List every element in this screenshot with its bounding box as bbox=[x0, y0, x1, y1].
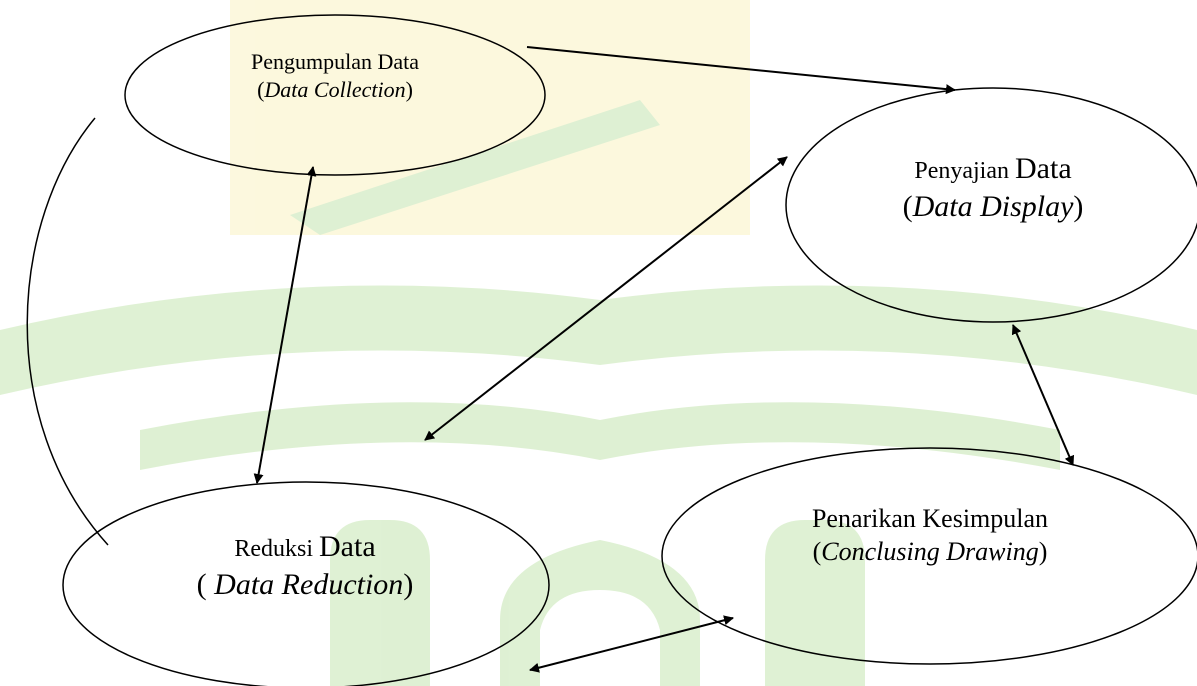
label-data-reduction: Reduksi Data ( Data Reduction) bbox=[145, 528, 465, 603]
label-data-display: Penyajian Data (Data Display) bbox=[843, 150, 1143, 225]
subtitle-data-reduction: ( Data Reduction) bbox=[196, 567, 414, 601]
title-conclusion-drawing: Penarikan Kesimpulan bbox=[811, 504, 1049, 533]
arrow-collection-to-display bbox=[526, 46, 956, 95]
node-conclusion-drawing bbox=[661, 447, 1197, 665]
title-data-reduction: Reduksi Data bbox=[234, 530, 376, 563]
arrow-display-conclusion bbox=[1011, 324, 1075, 466]
subtitle-data-display: (Data Display) bbox=[902, 189, 1084, 223]
subtitle-conclusion-drawing: (Conclusing Drawing) bbox=[812, 536, 1048, 566]
title-data-collection: Pengumpulan Data bbox=[250, 49, 420, 74]
node-data-collection bbox=[124, 14, 546, 176]
label-conclusion-drawing: Penarikan Kesimpulan (Conclusing Drawing… bbox=[745, 503, 1115, 568]
title-data-display: Penyajian Data bbox=[914, 152, 1072, 185]
subtitle-data-collection: (Data Collection) bbox=[257, 76, 413, 102]
cycle-curve bbox=[26, 117, 109, 546]
arrow-display-reduction bbox=[424, 156, 788, 441]
label-data-collection: Pengumpulan Data (Data Collection) bbox=[185, 48, 485, 103]
arrow-reduction-conclusion bbox=[529, 615, 734, 673]
arrow-collection-reduction bbox=[253, 166, 317, 484]
